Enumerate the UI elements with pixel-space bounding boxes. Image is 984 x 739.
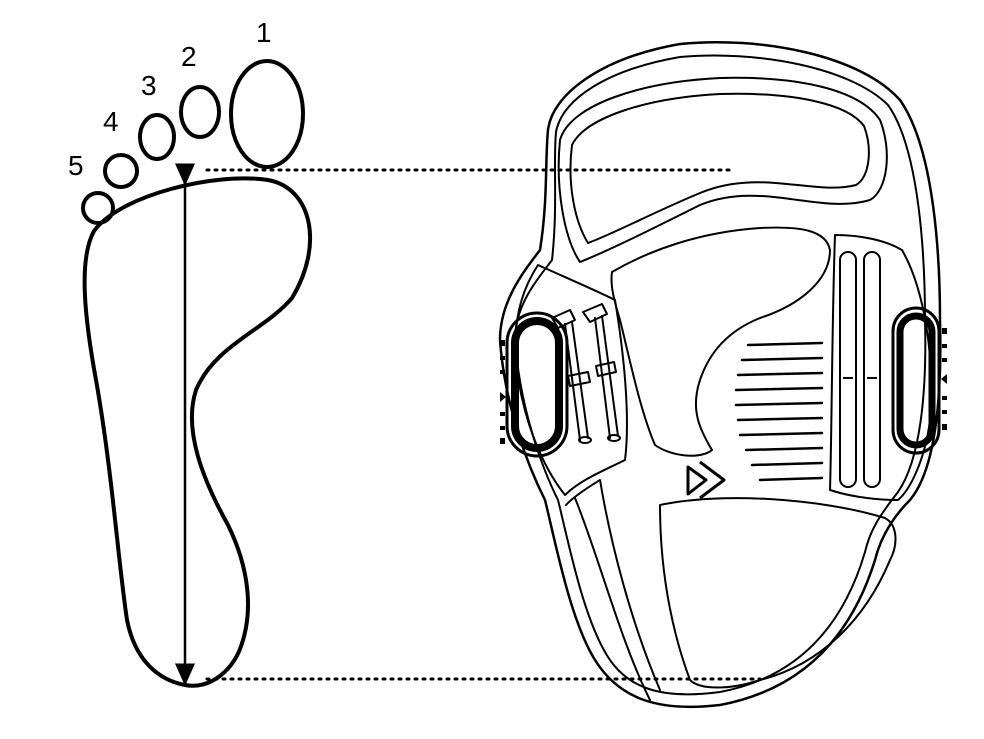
footpad xyxy=(498,41,947,709)
footpad-toe-panel-inner xyxy=(569,92,870,244)
toe-2 xyxy=(179,85,221,139)
footpad-arch-panel xyxy=(610,226,831,457)
footpad-left-lower-rail-2 xyxy=(574,497,651,701)
toe-4 xyxy=(103,153,139,189)
footpad-right-side-panel xyxy=(829,234,933,501)
right-strap-slot xyxy=(891,306,941,455)
left-strap-slot xyxy=(505,311,569,458)
toe-label-5: 5 xyxy=(68,150,84,181)
footpad-left-lower-rail xyxy=(565,479,661,691)
footpad-toe-panel xyxy=(557,76,888,263)
toe-label-3: 3 xyxy=(141,70,157,101)
brand-logo-icon xyxy=(686,460,726,500)
foot-sole xyxy=(82,176,313,688)
right-adjuster-rails xyxy=(839,251,881,488)
left-strap-slot-inner xyxy=(511,317,563,452)
left-scale-ticks xyxy=(500,340,506,444)
right-scale-ticks xyxy=(941,328,947,430)
foot-outline xyxy=(81,59,313,688)
toe-label-1: 1 xyxy=(256,17,272,48)
left-adjuster-rails xyxy=(551,303,621,444)
toe-1 xyxy=(229,59,305,169)
toe-3 xyxy=(138,113,176,161)
grip-grooves xyxy=(734,341,824,482)
toe-label-2: 2 xyxy=(181,41,197,72)
toe-label-4: 4 xyxy=(103,106,119,137)
right-strap-slot-inner xyxy=(896,312,936,449)
toe-5 xyxy=(81,191,115,225)
footpad-heel-panel xyxy=(659,497,897,689)
